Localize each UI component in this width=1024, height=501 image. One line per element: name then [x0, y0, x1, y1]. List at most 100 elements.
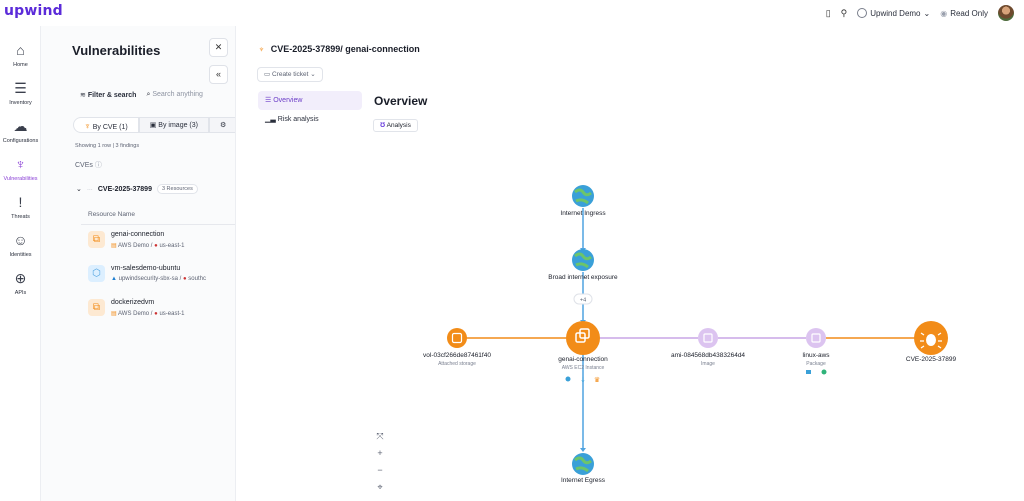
chevron-down-icon[interactable]: ⌄	[76, 186, 82, 193]
org-switcher[interactable]: Upwind Demo ⌄	[857, 8, 930, 18]
flag-icon: ●	[154, 311, 158, 317]
search-input[interactable]: ⌕ Search anything	[146, 91, 202, 99]
cves-header: CVEs ⓘ	[75, 160, 102, 170]
azure-icon: ▲	[111, 276, 117, 282]
node-label: Broad internet exposure	[548, 274, 618, 281]
create-ticket-button[interactable]: ▭ Create ticket ⌄	[257, 67, 323, 82]
fit-view-button[interactable]: ⤧	[373, 429, 387, 443]
more-badge[interactable]: +4	[573, 293, 593, 305]
chevron-down-icon: ⌄	[923, 8, 931, 18]
nav-home[interactable]: ⌂ Home	[0, 42, 41, 68]
results-summary: Showing 1 row | 3 findings	[75, 143, 140, 149]
nav-apis[interactable]: ⊕ APIs	[0, 270, 41, 296]
zoom-out-button[interactable]: −	[373, 463, 387, 477]
node-cve[interactable]: CVE-2025-37899	[906, 321, 957, 363]
info-icon[interactable]: ⓘ	[94, 162, 102, 169]
tab-by-cve[interactable]: ♆ By CVE (1)	[73, 117, 139, 133]
side-navigation: ⌂ Home ☰ Inventory ☁ Configurations ♆ Vu…	[0, 26, 41, 501]
nav-configurations[interactable]: ☁ Configurations	[0, 118, 41, 144]
bug-icon: ♆	[258, 44, 265, 54]
tab-more[interactable]: ⚙	[208, 117, 235, 133]
chart-icon: ▁▃	[265, 116, 276, 123]
recenter-button[interactable]: ⌖	[373, 480, 387, 494]
flag-icon: ●	[154, 243, 158, 249]
panel-toggle-icon[interactable]: ▯	[825, 7, 831, 18]
view-tabs: ♆ By CVE (1) ▣ By image (3) ⚙	[73, 117, 235, 133]
account-name: AWS Demo	[118, 311, 150, 317]
resource-location: ▤ AWS Demo / ● us-east-1	[111, 243, 185, 249]
home-icon: ⌂	[16, 42, 25, 58]
column-header-resource-name[interactable]: Resource Name	[88, 211, 135, 218]
collapse-button[interactable]: «	[209, 65, 228, 84]
tab-label: By image (3)	[158, 122, 198, 129]
bug-glyph	[926, 334, 936, 346]
search-placeholder: Search anything	[152, 91, 203, 98]
node-image[interactable]: ami-084568db4383264d4 Image	[671, 328, 745, 367]
list-icon: ☰	[265, 97, 272, 104]
ec2-icon: ⧉	[88, 231, 105, 248]
resource-name: dockerizedvm	[111, 299, 155, 306]
resource-location: ▤ AWS Demo / ● us-east-1	[111, 311, 185, 317]
node-label: Internet Ingress	[560, 210, 606, 217]
node-broad-internet-exposure[interactable]: Broad internet exposure	[548, 249, 618, 281]
subnav-overview[interactable]: ☰ Overview	[258, 91, 362, 110]
node-package[interactable]: linux-aws Package	[802, 328, 830, 375]
ticket-icon: ▭	[264, 71, 271, 78]
zoom-in-button[interactable]: +	[373, 446, 387, 460]
runner-icon[interactable]: ⚲	[840, 7, 848, 18]
eye-icon: ◉	[940, 8, 948, 18]
exclamation-icon: !	[18, 194, 23, 210]
crown-icon: ♛	[594, 376, 600, 384]
nav-identities[interactable]: ☺ Identities	[0, 232, 41, 258]
nav-threats[interactable]: ! Threats	[0, 194, 41, 220]
analysis-button[interactable]: Ʊ Analysis	[373, 119, 418, 132]
attack-path-graph: Internet Ingress Broad internet exposure…	[423, 185, 957, 484]
org-name: Upwind Demo	[870, 8, 921, 18]
target-icon: ⌖	[377, 482, 383, 492]
subnav-label: Overview	[273, 97, 303, 104]
create-ticket-label: Create ticket	[271, 71, 309, 78]
globe-icon	[565, 376, 571, 382]
ec2-icon: ⧉	[88, 299, 105, 316]
node-label: ami-084568db4383264d4	[671, 352, 745, 359]
globe-land	[574, 252, 592, 269]
nav-label: Home	[13, 62, 28, 68]
nav-vulnerabilities[interactable]: ♆ Vulnerabilities	[0, 156, 41, 182]
tab-by-image[interactable]: ▣ By image (3)	[138, 117, 209, 133]
node-attached-storage[interactable]: vol-03cf266de87461f40 Attached storage	[423, 328, 491, 367]
monitor-icon	[806, 370, 811, 374]
node-internet-egress[interactable]: Internet Egress	[561, 453, 606, 484]
close-button[interactable]: ✕	[209, 38, 228, 57]
globe-icon	[572, 185, 594, 207]
close-icon: ✕	[214, 42, 223, 52]
node-sublabel: Package	[806, 361, 826, 367]
nav-inventory[interactable]: ☰ Inventory	[0, 80, 41, 106]
gear-icon: ⚙	[219, 122, 227, 129]
resource-location: ▲ upwindsecurity-sbx-sa / ● southc	[111, 276, 206, 282]
globe-icon: ⊕	[14, 270, 27, 286]
upwind-logo[interactable]: upwind	[4, 3, 63, 19]
bug-icon: ♆	[84, 121, 91, 131]
image-icon	[698, 328, 718, 348]
node-label: genai-connection	[558, 356, 608, 363]
cve-row[interactable]: ⌄ … CVE-2025-37899 3 Resources	[76, 184, 198, 194]
user-icon: ☺	[13, 232, 28, 248]
breadcrumb-text: CVE-2025-37899/ genai-connection	[270, 44, 420, 54]
node-genai-connection[interactable]: genai-connection AWS EC2 Instance ↓ ♛	[558, 321, 608, 384]
globe-land	[574, 188, 592, 205]
node-internet-ingress[interactable]: Internet Ingress	[560, 185, 606, 217]
filter-bar: ≋ Filter & search ⌕ Search anything	[80, 91, 203, 99]
filter-icon: ≋	[80, 92, 86, 99]
aws-icon: ▤	[111, 243, 117, 249]
top-bar: upwind ▯ ⚲ Upwind Demo ⌄ ◉ Read Only	[0, 0, 1024, 26]
ec2-glyph	[579, 328, 590, 339]
filter-toggle[interactable]: ≋ Filter & search	[80, 91, 136, 99]
package-icon	[806, 328, 826, 348]
analysis-label: Analysis	[386, 122, 411, 129]
vm-icon: ⬡	[88, 265, 105, 282]
avatar[interactable]	[998, 5, 1014, 21]
subnav-risk-analysis[interactable]: ▁▃ Risk analysis	[258, 110, 362, 129]
node-sublabel: AWS EC2 Instance	[562, 365, 605, 371]
aws-icon: ▤	[111, 311, 117, 317]
resource-name: vm-salesdemo-ubuntu	[111, 265, 181, 272]
